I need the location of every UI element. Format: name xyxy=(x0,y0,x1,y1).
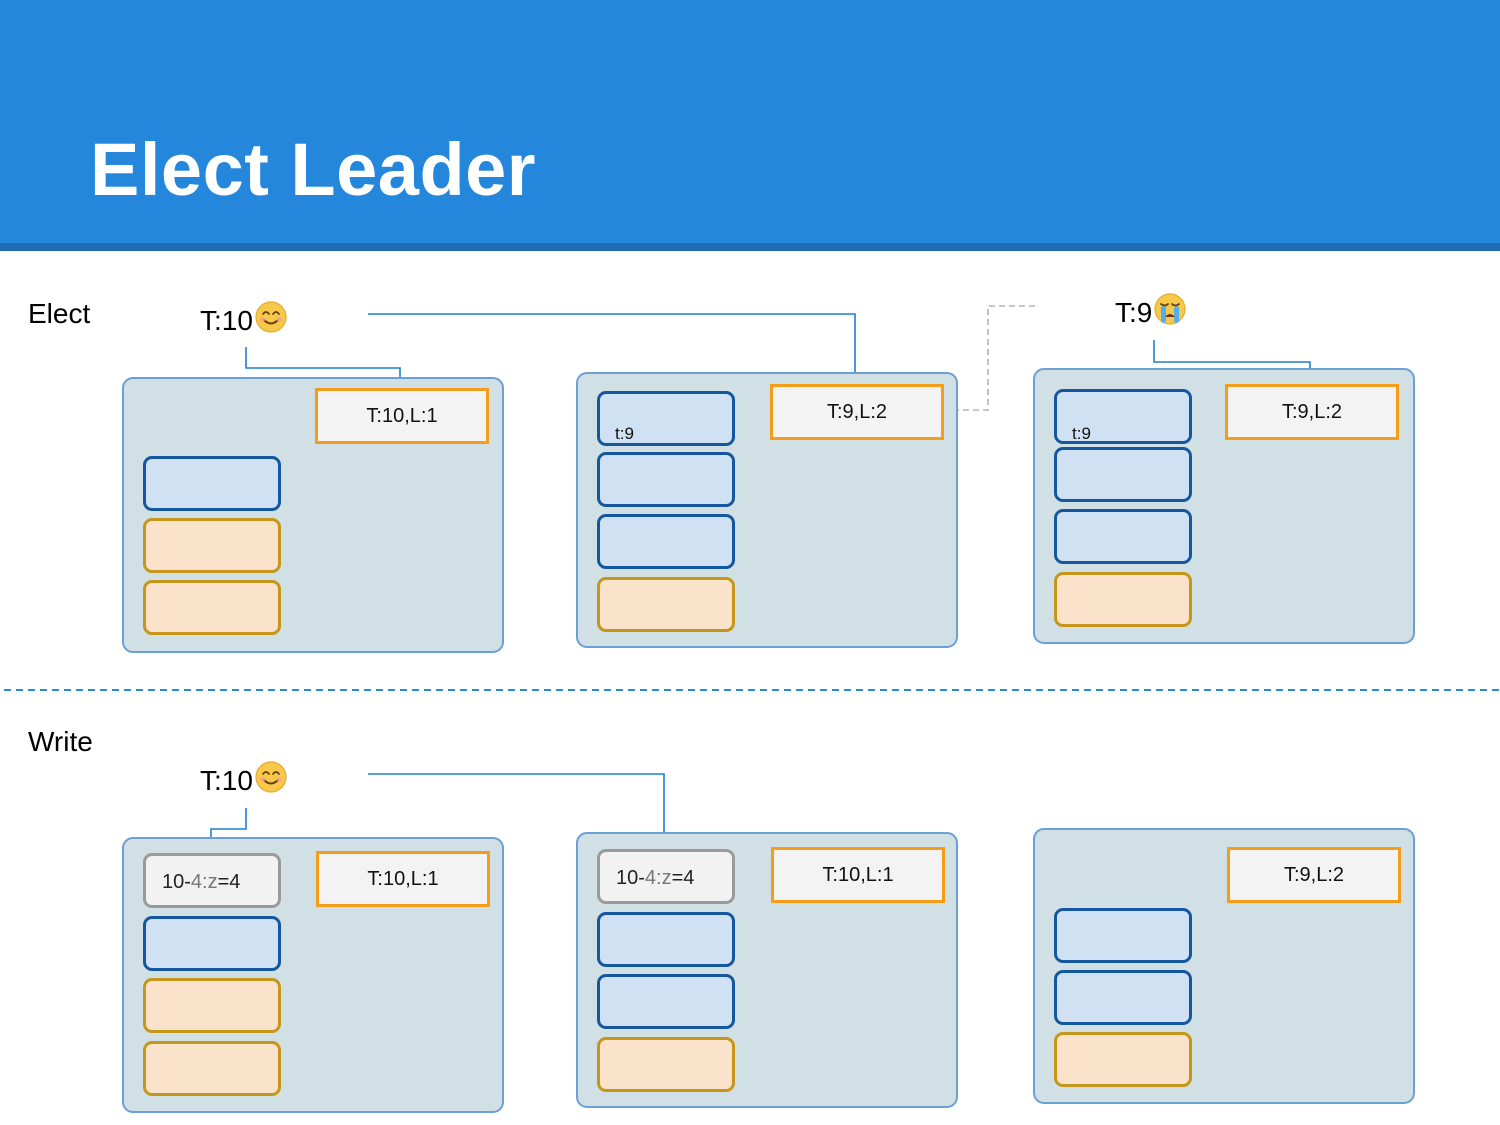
log-slot-pending xyxy=(597,1037,735,1092)
log-slot-term: t:9 xyxy=(1072,424,1091,443)
node-state-box: T:10,L:1 xyxy=(316,851,490,907)
candidate-term-text: T:10 xyxy=(200,305,253,336)
node-state-box: T:9,L:2 xyxy=(770,384,944,440)
log-slot xyxy=(1054,509,1192,564)
elect-node-2: T:9,L:2 t:9 xyxy=(576,372,958,648)
log-slot-pending xyxy=(143,978,281,1033)
write-node-2: T:10,L:1 10-4:z=4 xyxy=(576,832,958,1108)
log-slot: t:9 xyxy=(597,391,735,446)
arrow-rival-dashed xyxy=(943,305,1035,414)
log-slot-term: t:9 xyxy=(615,424,634,443)
rival-term-elect: T:9 xyxy=(1115,292,1187,327)
write-node-1: T:10,L:1 10-4:z=4 xyxy=(122,837,504,1113)
log-entry-new: 10-4:z=4 xyxy=(597,849,735,904)
log-slot-pending xyxy=(1054,1032,1192,1087)
smiling-face-icon xyxy=(255,761,287,793)
write-node-3: T:9,L:2 xyxy=(1033,828,1415,1104)
log-slot: t:9 xyxy=(1054,389,1192,444)
node-state-box: T:9,L:2 xyxy=(1225,384,1399,440)
log-slot-pending xyxy=(597,577,735,632)
elect-node-3: T:9,L:2 t:9 xyxy=(1033,368,1415,644)
log-slot xyxy=(143,916,281,971)
log-slot-pending xyxy=(143,518,281,573)
log-slot xyxy=(1054,970,1192,1025)
candidate-term-elect: T:10 xyxy=(200,300,288,335)
rival-term-text: T:9 xyxy=(1115,297,1153,328)
section-label-elect: Elect xyxy=(28,298,91,329)
log-entry-text: 10-4:z=4 xyxy=(616,867,695,889)
log-slot-pending xyxy=(1054,572,1192,627)
log-slot xyxy=(597,452,735,507)
log-slot-pending xyxy=(143,580,281,635)
log-slot xyxy=(1054,447,1192,502)
log-entry-new: 10-4:z=4 xyxy=(143,853,281,908)
candidate-term-write: T:10 xyxy=(200,760,288,795)
crying-face-icon xyxy=(1154,293,1186,325)
page-title: Elect Leader xyxy=(90,128,537,211)
candidate-term-text: T:10 xyxy=(200,765,253,796)
log-slot xyxy=(143,456,281,511)
title-bar xyxy=(0,0,1500,243)
node-state-box: T:10,L:1 xyxy=(771,847,945,903)
smiling-face-icon xyxy=(255,301,287,333)
section-label-write: Write xyxy=(28,726,93,757)
log-slot-pending xyxy=(143,1041,281,1096)
elect-node-1: T:10,L:1 xyxy=(122,377,504,653)
title-bar-underline xyxy=(0,243,1500,251)
log-slot xyxy=(597,514,735,569)
arrow-write-node2 xyxy=(368,773,668,848)
log-slot xyxy=(597,912,735,967)
log-entry-text: 10-4:z=4 xyxy=(162,871,241,893)
node-state-box: T:9,L:2 xyxy=(1227,847,1401,903)
arrow-request-vote-node2 xyxy=(368,313,859,383)
log-slot xyxy=(597,974,735,1029)
node-state-box: T:10,L:1 xyxy=(315,388,489,444)
log-slot xyxy=(1054,908,1192,963)
